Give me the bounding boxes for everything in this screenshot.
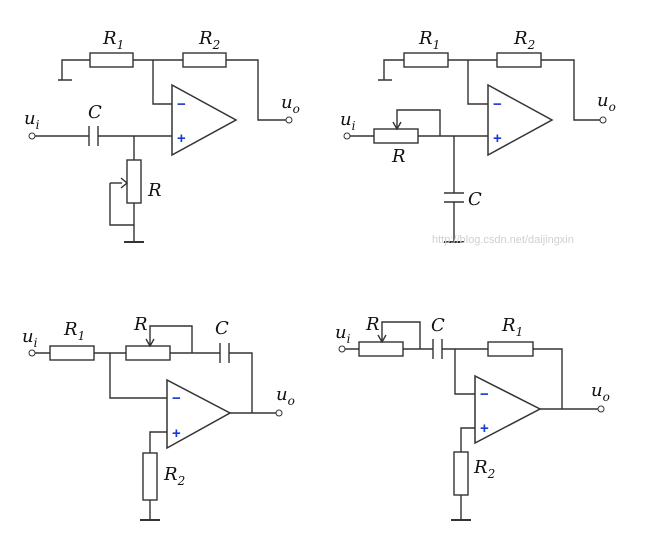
label-c: C [431, 315, 445, 336]
op-amp-minus: − [177, 96, 186, 113]
label-r1: R1 [501, 315, 523, 339]
label-ui: ui [335, 322, 351, 346]
op-amp-plus: + [177, 130, 186, 147]
watermark: http://blog.csdn.net/daijingxin [432, 234, 574, 246]
op-amp [171, 83, 238, 157]
resistor-r1 [487, 341, 534, 357]
resistor-r2 [142, 452, 158, 501]
label-uo: uo [597, 90, 616, 114]
op-amp-plus: + [172, 425, 181, 442]
label-uo: uo [591, 380, 610, 404]
label-r2: R2 [163, 464, 185, 488]
resistor-r2 [182, 52, 227, 68]
label-ui: ui [340, 109, 356, 133]
label-r2: R2 [513, 28, 535, 52]
output-terminal [597, 405, 605, 413]
output-terminal [285, 116, 293, 124]
label-r1: R1 [418, 28, 440, 52]
circuit-2: R1 R2 − + R C ui uo http://blog.csdn.net… [340, 28, 616, 246]
resistor-r1 [49, 345, 95, 361]
input-terminal [28, 132, 36, 140]
circuit-3: R1 R C − + R2 ui uo [22, 314, 295, 521]
label-uo: uo [276, 384, 295, 408]
label-c: C [215, 318, 229, 339]
potentiometer-r [373, 128, 419, 144]
output-terminal [599, 116, 607, 124]
input-terminal [338, 345, 346, 353]
label-r2: R2 [473, 457, 495, 481]
resistor-r1 [403, 52, 449, 68]
resistor-r1 [89, 52, 134, 68]
resistor-r2 [453, 451, 469, 496]
input-terminal [28, 349, 36, 357]
label-r: R [133, 314, 148, 335]
circuit-4: R C R1 − + R2 ui uo [335, 314, 610, 521]
op-amp [474, 374, 542, 445]
op-amp-plus: + [493, 130, 502, 147]
circuit-1: R1 R2 − + C R ui uo [24, 28, 300, 243]
label-r1: R1 [63, 319, 85, 343]
label-r: R [147, 180, 162, 201]
label-c: C [88, 102, 102, 123]
output-terminal [275, 409, 283, 417]
op-amp [166, 378, 232, 450]
op-amp-minus: − [480, 386, 489, 403]
label-r: R [365, 314, 380, 335]
capacitor-c [432, 339, 443, 359]
op-amp-minus: − [172, 390, 181, 407]
capacitor-c [88, 126, 99, 146]
label-r1: R1 [102, 28, 124, 52]
label-ui: ui [24, 108, 40, 132]
op-amp-plus: + [480, 420, 489, 437]
capacitor-c [444, 192, 464, 203]
potentiometer-r [358, 341, 404, 357]
label-r2: R2 [198, 28, 220, 52]
label-uo: uo [281, 92, 300, 116]
op-amp-minus: − [493, 96, 502, 113]
label-c: C [468, 189, 482, 210]
potentiometer-r [126, 159, 142, 204]
potentiometer-r [125, 345, 171, 361]
label-r: R [391, 146, 406, 167]
resistor-r2 [496, 52, 542, 68]
input-terminal [343, 132, 351, 140]
capacitor-c [219, 343, 230, 363]
label-ui: ui [22, 326, 38, 350]
op-amp [487, 83, 554, 157]
